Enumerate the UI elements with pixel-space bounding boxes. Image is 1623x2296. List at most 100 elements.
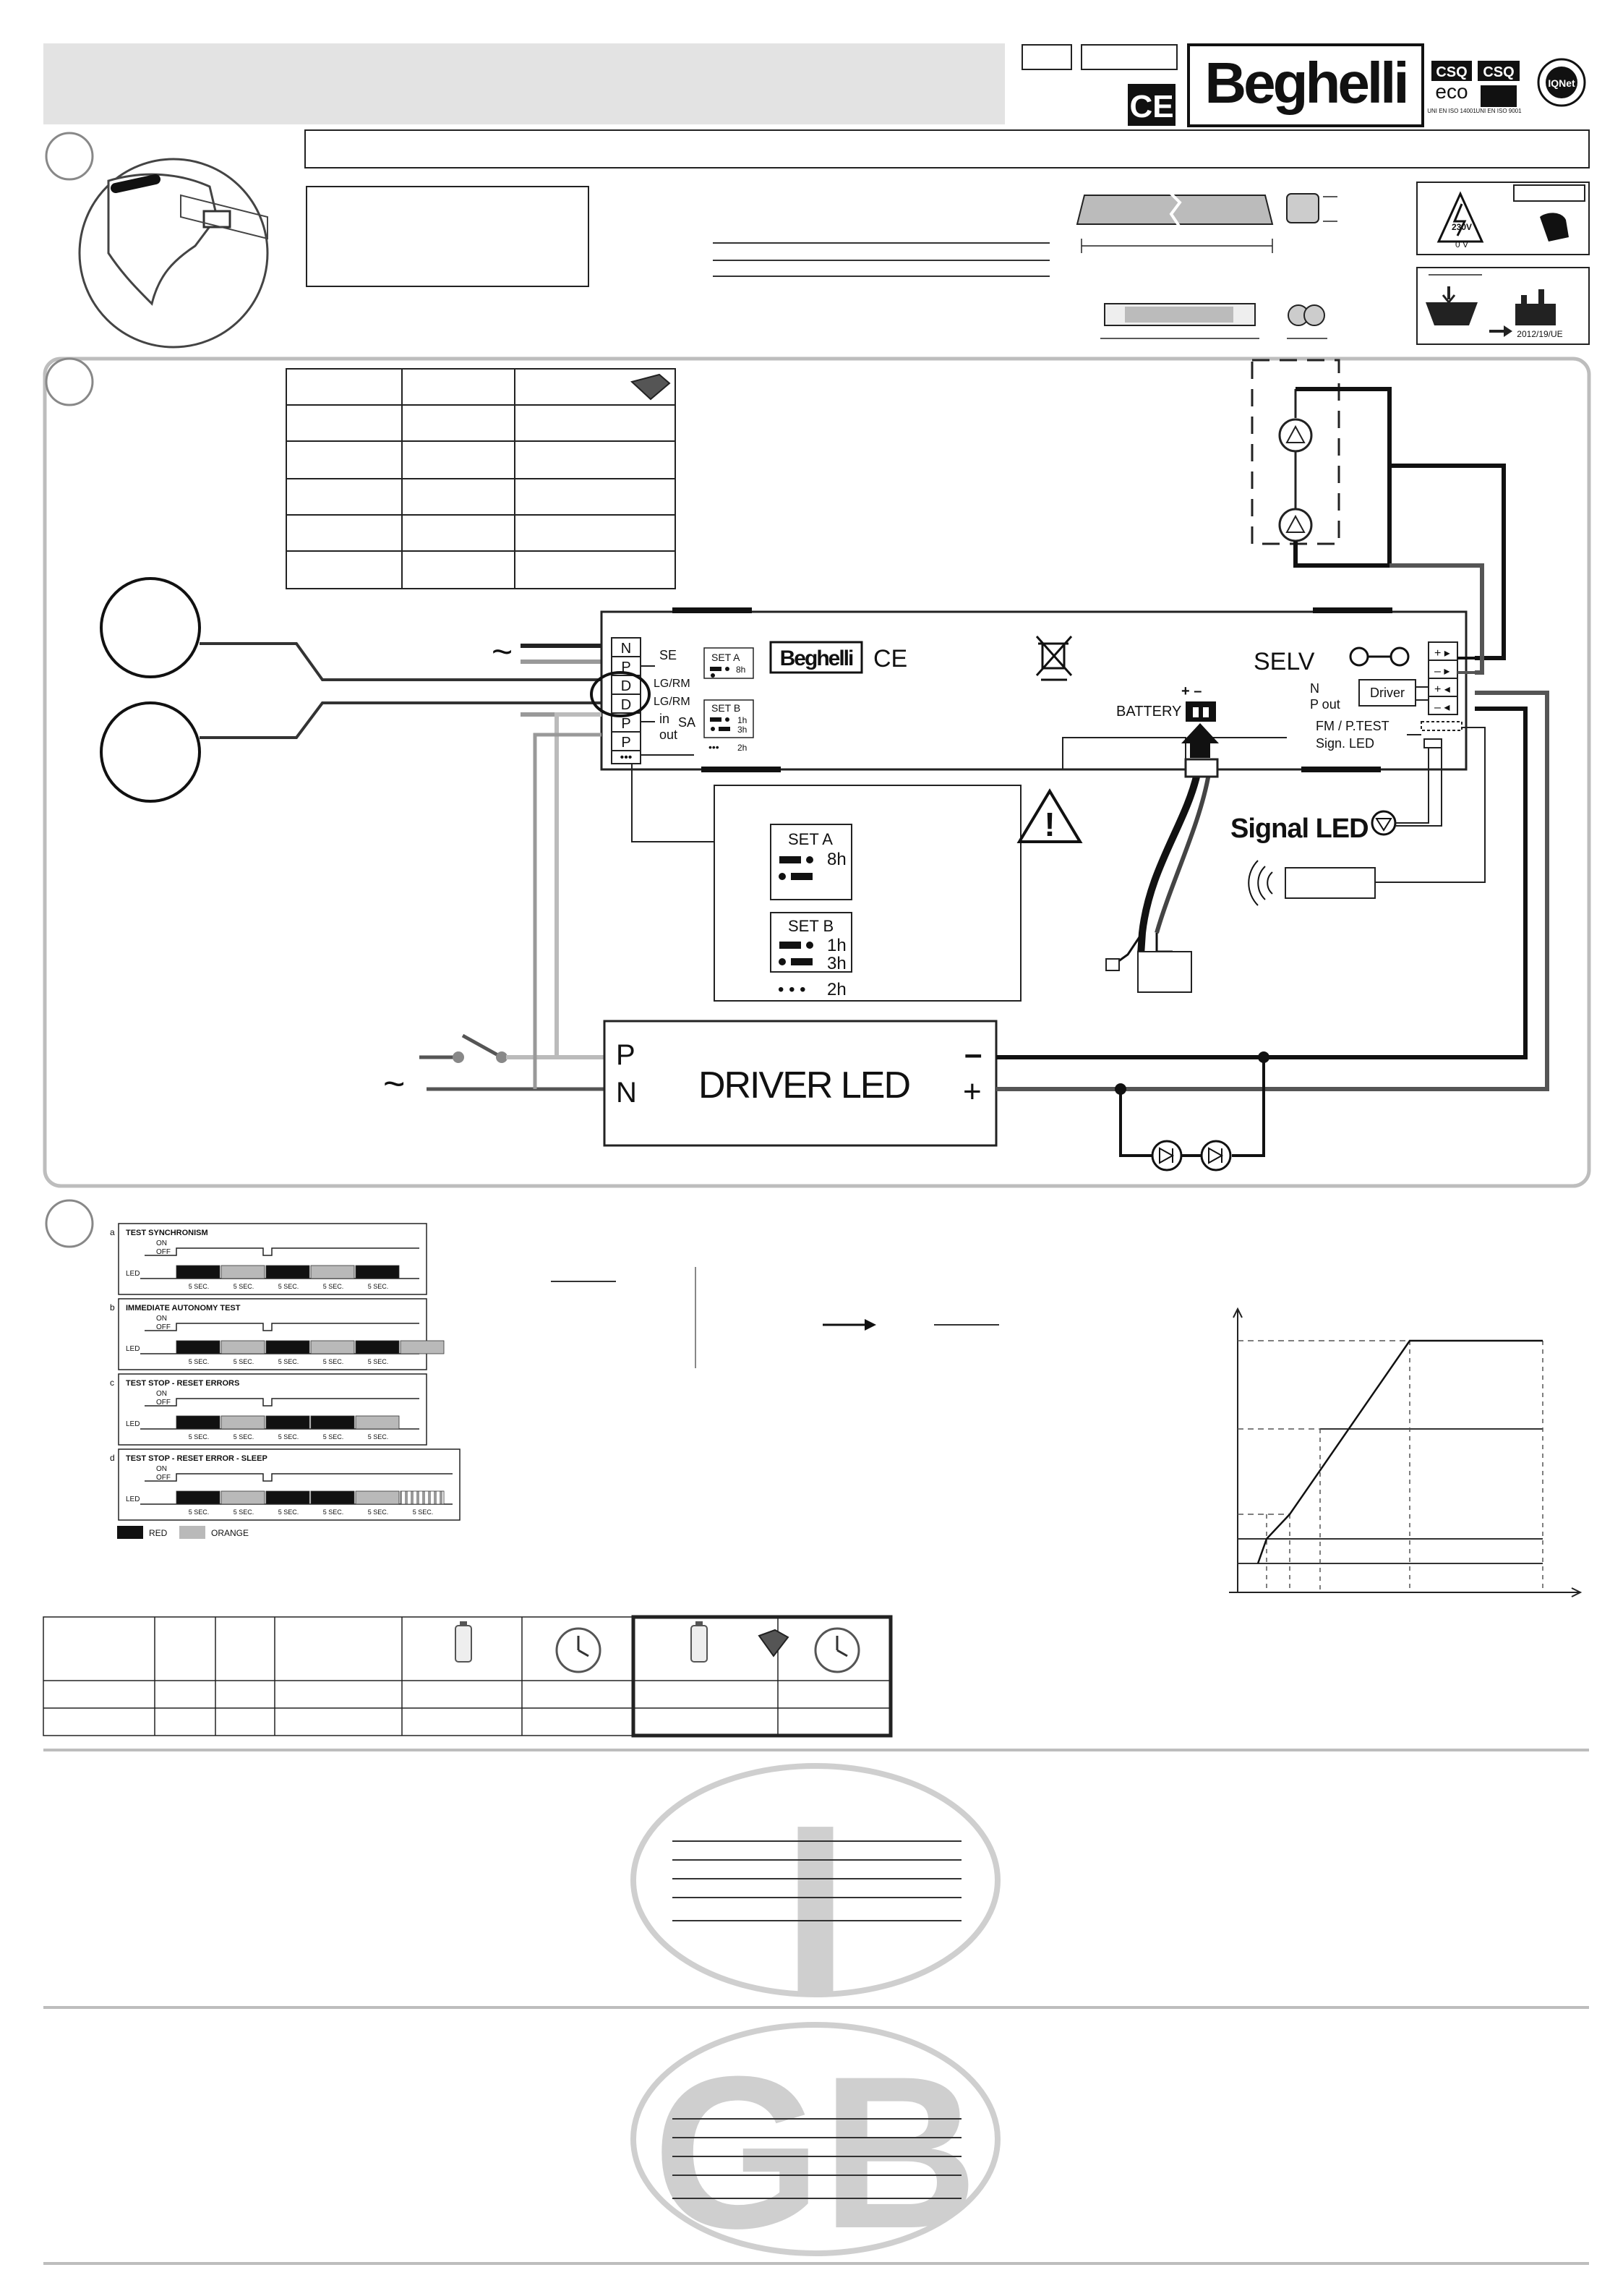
remote-emergency-lamp: [1251, 359, 1340, 545]
test-on-label: ON: [156, 1315, 167, 1323]
test-title: TEST STOP - RESET ERROR - SLEEP: [126, 1454, 267, 1463]
test-led-block-orange: [355, 1415, 400, 1430]
svg-text:D: D: [621, 697, 631, 713]
test-duration-label: 5 SEC.: [278, 1433, 299, 1441]
test-off-label: OFF: [156, 1399, 171, 1407]
svg-text:– ◂: – ◂: [1434, 701, 1449, 714]
mains-wire: [200, 642, 601, 681]
signal-led-wire: [1395, 748, 1429, 824]
battery-icon: [630, 373, 671, 401]
svg-text:3h: 3h: [737, 725, 747, 735]
battery-pack: [1137, 951, 1192, 993]
svg-text:0 V: 0 V: [1455, 239, 1468, 249]
svg-text:N: N: [616, 1077, 637, 1109]
signal-led-glyph: [1375, 818, 1392, 832]
test-duration-label: 5 SEC.: [368, 1433, 389, 1441]
section-1-marker: [45, 132, 94, 181]
test-led-block-red: [265, 1415, 310, 1430]
csq-eco-cert-logo: CSQ eco UNI EN ISO 14001: [1427, 61, 1476, 114]
connection-circle-bottom: [100, 701, 201, 803]
test-led-block-red: [310, 1490, 355, 1505]
test-off-label: OFF: [156, 1474, 171, 1482]
lamp-wire: [1389, 563, 1484, 675]
test-duration-label: 5 SEC.: [189, 1433, 210, 1441]
signal-led-label: Signal LED: [1230, 814, 1369, 844]
test-off-label: OFF: [156, 1323, 171, 1331]
terminal-label-lgrm: LG/RM: [654, 678, 690, 690]
wiring-diagram-frame: [43, 357, 1591, 1188]
battery-connector-slot: [1203, 707, 1209, 717]
battery-plug-small: [1105, 958, 1120, 971]
test-duration-label: 5 SEC.: [234, 1508, 254, 1516]
module-dots-2h-label: 2h: [737, 743, 747, 753]
test-led-block-orange: [400, 1340, 445, 1354]
ac-symbol-driver: ~: [383, 1063, 405, 1105]
module-dots-2h: •••: [708, 741, 719, 753]
gem-icon: [758, 1629, 789, 1657]
svg-text:D: D: [621, 678, 631, 694]
module-set-a-small: SET A 8h: [703, 647, 754, 679]
test-on-label: ON: [156, 1239, 167, 1247]
svg-text:SET A: SET A: [711, 652, 740, 663]
svg-text:UNI EN ISO 14001: UNI EN ISO 14001: [1427, 108, 1476, 114]
test-led-block-orange: [220, 1490, 265, 1505]
module-ce-mark: CE: [873, 645, 907, 673]
sign-led-connector: [1423, 738, 1442, 748]
hazard-voltage-box: 230V 0 V: [1416, 182, 1590, 255]
weee-recycling-box: 2012/19/UE: [1416, 267, 1590, 345]
battery-cylinder-icon: [455, 1621, 472, 1663]
luminaire-top-drawing: [1100, 303, 1327, 339]
svg-text:2012/19/UE: 2012/19/UE: [1517, 329, 1562, 339]
svg-text:IQNet: IQNet: [1548, 77, 1575, 89]
svg-text:–: –: [964, 1036, 982, 1072]
test-title: TEST STOP - RESET ERRORS: [126, 1379, 239, 1388]
legend-red-swatch: [117, 1526, 143, 1539]
right-label-fm-ptest: FM / P.TEST: [1316, 719, 1389, 733]
module-set-b-small: SET B 1h 3h: [703, 699, 754, 738]
svg-text:8h: 8h: [827, 850, 847, 869]
header-title-band: [43, 43, 1005, 124]
csq-quality-cert-logo: CSQ UNI EN ISO 9001: [1476, 61, 1522, 114]
svg-text:•••: •••: [620, 751, 633, 764]
legend-orange-label: ORANGE: [211, 1528, 249, 1538]
luminaire-side-drawing: [1076, 191, 1337, 253]
test-duration-label: 5 SEC.: [278, 1283, 299, 1290]
svg-text:230V: 230V: [1452, 222, 1472, 232]
warning-triangle-icon: !: [1016, 788, 1083, 843]
test-led-block-red: [176, 1340, 220, 1354]
selv-label: SELV: [1254, 648, 1315, 675]
test-letter: d: [110, 1453, 115, 1463]
test-panel: [118, 1298, 427, 1370]
header-code-box-small: [1022, 44, 1072, 70]
install-hand-illustration: [78, 158, 269, 349]
battery-polarity: + –: [1181, 683, 1202, 699]
battery-label: BATTERY: [1116, 704, 1181, 720]
test-panel: [118, 1223, 427, 1295]
battery-cable: [1137, 772, 1201, 955]
svg-text:DRIVER LED: DRIVER LED: [698, 1064, 910, 1106]
svg-text:3h: 3h: [827, 954, 847, 973]
terminal-label-in: in: [659, 712, 669, 726]
test-led-label: LED: [126, 1345, 140, 1353]
terminal-label-out: out: [659, 727, 677, 742]
test-led-block-orange: [355, 1490, 400, 1505]
flow-arrow: [823, 1319, 876, 1331]
svg-text:P: P: [621, 735, 630, 751]
module-right-terminal-block: + ▸ – ▸ + ◂ – ◂: [1428, 641, 1458, 715]
dots-2h-large: • • •: [778, 980, 806, 999]
test-off-label: OFF: [156, 1248, 171, 1256]
terminal-label-lgrm: LG/RM: [654, 696, 690, 708]
test-led-block-orange: [310, 1265, 355, 1279]
test-duration-label: 5 SEC.: [234, 1358, 254, 1365]
emergency-module: [600, 607, 1468, 772]
test-signal-trace: [145, 1473, 453, 1482]
legend-orange-swatch: [179, 1526, 205, 1539]
test-duration-label: 5 SEC.: [234, 1433, 254, 1441]
svg-text:SET B: SET B: [788, 917, 834, 935]
test-duration-label: 5 SEC.: [323, 1433, 344, 1441]
svg-text:1h: 1h: [737, 715, 747, 725]
test-duration-label: 5 SEC.: [368, 1358, 389, 1365]
test-led-label: LED: [126, 1495, 140, 1503]
test-letter: a: [110, 1227, 115, 1237]
